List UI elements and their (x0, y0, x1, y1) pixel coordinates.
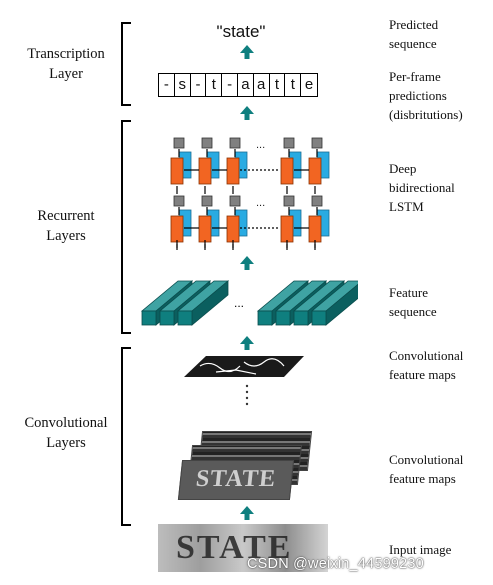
lstm-forward-cell (170, 215, 184, 243)
frame-cell: a (254, 74, 270, 96)
frame-cell: - (191, 74, 207, 96)
frame-cell: e (304, 76, 314, 93)
conv-feature-maps-label-1: Convolutional feature maps (389, 348, 464, 382)
lstm-forward-cell (226, 215, 240, 243)
up-arrow-icon (240, 336, 254, 350)
frame-cell: t (270, 74, 286, 96)
feature-column (310, 280, 358, 326)
up-arrow-icon (240, 45, 254, 59)
frame-cell: - (159, 74, 175, 96)
lstm-gate (201, 195, 213, 207)
lstm-forward-cell (198, 215, 212, 243)
lstm-gate (229, 195, 241, 207)
lstm-forward-cell (226, 157, 240, 185)
frame-cell: - (222, 74, 238, 96)
input-image-label: Input image (389, 542, 452, 557)
input-image-text: STATE (176, 529, 293, 566)
feature-sequence-label: Feature sequence (389, 285, 437, 319)
lstm-gate (173, 195, 185, 207)
feature-sequence: ... (140, 280, 358, 326)
lstm-forward-cell (280, 157, 294, 185)
predicted-sequence-text: "state" (216, 22, 266, 41)
conv-feature-maps-label-2: Convolutional feature maps (389, 452, 464, 486)
input-image: STATE (158, 524, 328, 572)
deep-lstm-label: Deep bidirectional LSTM (389, 161, 455, 214)
watermark: CSDN @weixin_44599230 (247, 556, 424, 572)
lstm-gate (283, 195, 295, 207)
feature-map-text: STATE (194, 466, 278, 492)
per-frame-predictions-label: Per-frame predictions (disbritutions) (389, 69, 463, 122)
recurrent-layers-label: Recurrent Layers (37, 208, 95, 244)
lstm-gate (311, 137, 323, 149)
conv-feature-maps-top (184, 356, 304, 377)
lstm-network: ...... (170, 137, 330, 250)
lstm-forward-cell (280, 215, 294, 243)
lstm-gate (283, 137, 295, 149)
transcription-bracket (121, 22, 131, 106)
lstm-forward-cell (308, 215, 322, 243)
up-arrow-icon (240, 256, 254, 270)
up-arrow-icon (240, 106, 254, 120)
frame-cell: t (285, 74, 302, 96)
frame-cell: t (206, 74, 223, 96)
convolutional-bracket (121, 347, 131, 526)
lstm-forward-cell (308, 157, 322, 185)
feature-ellipsis: ... (234, 296, 244, 310)
lstm-gate (311, 195, 323, 207)
lstm-gate (173, 137, 185, 149)
up-arrow-icon (240, 506, 254, 520)
frame-cell: a (238, 74, 254, 96)
lstm-ellipsis: ... (256, 197, 265, 209)
recurrent-bracket (121, 120, 131, 334)
lstm-forward-cell (198, 157, 212, 185)
predicted-sequence-label: Predicted sequence (389, 17, 439, 51)
lstm-ellipsis: ... (256, 139, 265, 151)
conv-feature-map-card: STATE (177, 460, 295, 500)
lstm-gate (229, 137, 241, 149)
convolutional-layers-label: Convolutional Layers (24, 415, 108, 451)
lstm-forward-cell (170, 157, 184, 185)
transcription-layer-label: Transcription Layer (27, 46, 105, 82)
feature-column (176, 280, 230, 326)
lstm-gate (201, 137, 213, 149)
frame-cell: s (175, 74, 191, 96)
